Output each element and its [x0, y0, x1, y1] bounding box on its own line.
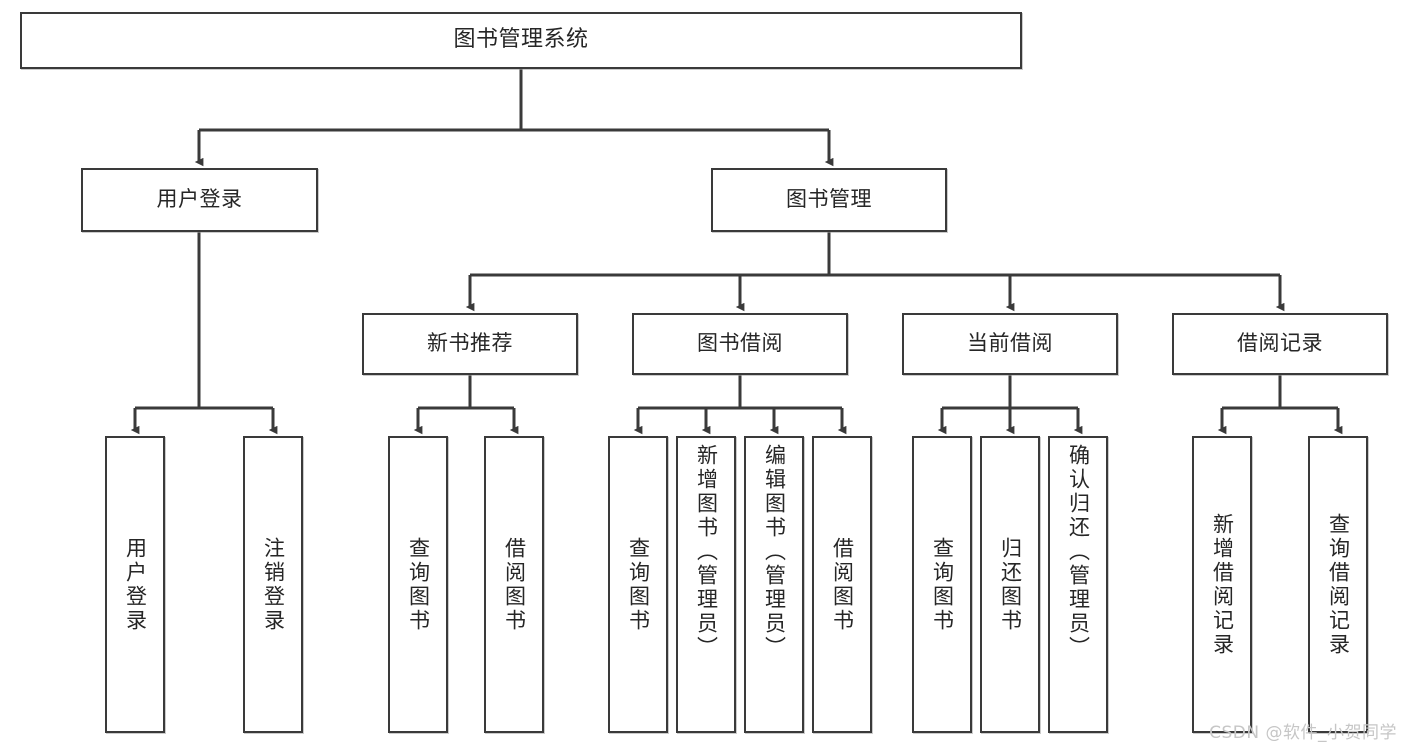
- leaf-user-login[interactable]: 用户登录: [105, 436, 165, 733]
- node-label: 新书推荐: [427, 331, 513, 356]
- leaf-query-books-borrow[interactable]: 查询图书: [608, 436, 668, 733]
- node-label: 编辑图书（管理员）: [762, 444, 787, 660]
- node-label: 查询借阅记录: [1326, 512, 1351, 657]
- leaf-borrow-books[interactable]: 借阅图书: [812, 436, 872, 733]
- node-label: 图书管理: [786, 187, 872, 212]
- node-label: 用户登录: [123, 536, 148, 633]
- node-label: 查询图书: [626, 536, 651, 633]
- leaf-borrow-books-recommend[interactable]: 借阅图书: [484, 436, 544, 733]
- leaf-query-books-current[interactable]: 查询图书: [912, 436, 972, 733]
- node-book-borrow[interactable]: 图书借阅: [632, 313, 848, 375]
- leaf-query-borrow-record[interactable]: 查询借阅记录: [1308, 436, 1368, 733]
- node-label: 新增图书（管理员）: [694, 444, 719, 660]
- leaf-logout[interactable]: 注销登录: [243, 436, 303, 733]
- node-label: 图书借阅: [697, 331, 783, 356]
- leaf-query-books-recommend[interactable]: 查询图书: [388, 436, 448, 733]
- leaf-edit-book-admin[interactable]: 编辑图书（管理员）: [744, 436, 804, 733]
- node-label: 确认归还（管理员）: [1066, 444, 1091, 660]
- watermark-text: CSDN @软件_小贺同学: [1209, 723, 1397, 743]
- node-label: 新增借阅记录: [1210, 512, 1235, 657]
- node-label: 查询图书: [930, 536, 955, 633]
- node-label: 查询图书: [406, 536, 431, 633]
- node-current-borrow[interactable]: 当前借阅: [902, 313, 1118, 375]
- node-label: 当前借阅: [967, 331, 1053, 356]
- node-root-system[interactable]: 图书管理系统: [20, 12, 1022, 69]
- leaf-add-book-admin[interactable]: 新增图书（管理员）: [676, 436, 736, 733]
- node-label: 用户登录: [156, 187, 243, 212]
- leaf-return-books[interactable]: 归还图书: [980, 436, 1040, 733]
- leaf-add-borrow-record[interactable]: 新增借阅记录: [1192, 436, 1252, 733]
- node-label: 归还图书: [998, 536, 1023, 633]
- node-label: 注销登录: [261, 536, 286, 633]
- node-user-login[interactable]: 用户登录: [81, 168, 318, 232]
- node-book-management[interactable]: 图书管理: [711, 168, 947, 232]
- node-new-book-recommend[interactable]: 新书推荐: [362, 313, 578, 375]
- leaf-confirm-return-admin[interactable]: 确认归还（管理员）: [1048, 436, 1108, 733]
- node-label: 借阅记录: [1237, 331, 1323, 356]
- node-label: 图书管理系统: [453, 27, 589, 53]
- node-label: 借阅图书: [830, 536, 855, 633]
- node-label: 借阅图书: [502, 536, 527, 633]
- node-borrow-records[interactable]: 借阅记录: [1172, 313, 1388, 375]
